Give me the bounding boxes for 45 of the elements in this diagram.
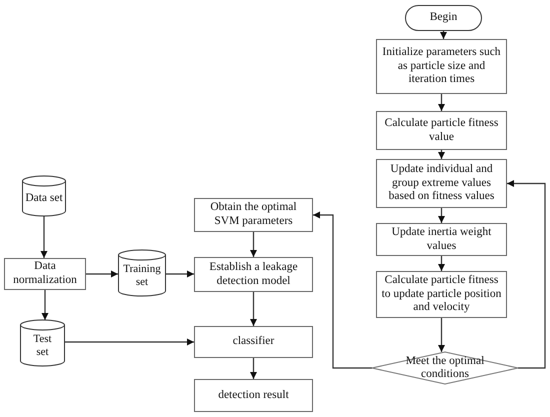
process-box bbox=[376, 223, 507, 256]
process-box bbox=[194, 257, 313, 292]
step-text: Test set bbox=[32, 332, 53, 360]
arrow bbox=[65, 338, 194, 346]
arrow bbox=[166, 270, 194, 278]
process-box bbox=[376, 111, 507, 150]
arrow bbox=[438, 256, 445, 271]
step-text: Update inertia weight values bbox=[390, 226, 492, 254]
process-box bbox=[194, 198, 313, 232]
process-box bbox=[4, 258, 86, 290]
arrow bbox=[86, 270, 118, 278]
process-box bbox=[194, 379, 313, 412]
arrow bbox=[42, 290, 48, 320]
arrow bbox=[507, 180, 546, 369]
decision-diamond bbox=[372, 352, 518, 384]
step-text: Calculate particle fitness value bbox=[384, 116, 500, 144]
database-cylinder bbox=[118, 250, 166, 296]
arrow bbox=[40, 216, 48, 258]
step-text: detection result bbox=[217, 388, 290, 402]
process-box bbox=[376, 39, 507, 94]
step-text: Data normalization bbox=[12, 260, 78, 288]
arrow bbox=[438, 208, 445, 223]
step-text: Establish a leakage detection model bbox=[208, 260, 299, 288]
arrow bbox=[250, 358, 257, 379]
step-text: classifier bbox=[232, 335, 276, 349]
step-text: Update individual and group extreme values based on fitness values bbox=[388, 162, 496, 204]
process-box bbox=[194, 326, 313, 358]
step-text: Begin bbox=[428, 11, 458, 25]
step-text: Training set bbox=[122, 262, 162, 290]
arrow bbox=[440, 31, 447, 39]
arrow bbox=[250, 232, 257, 257]
arrow bbox=[313, 212, 372, 369]
step-text: Calculate particle fitness to update particle position and velocity bbox=[380, 274, 502, 316]
arrow bbox=[250, 292, 257, 326]
step-text: Meet the optimal conditions bbox=[404, 354, 486, 382]
database-cylinder bbox=[20, 320, 65, 366]
database-cylinder bbox=[22, 176, 66, 216]
process-box bbox=[376, 159, 507, 208]
arrow bbox=[438, 150, 445, 159]
arrow bbox=[438, 94, 445, 111]
arrow bbox=[438, 318, 445, 352]
step-text: Data set bbox=[24, 192, 64, 206]
step-text: Obtain the optimal SVM parameters bbox=[209, 201, 298, 229]
start-terminal bbox=[405, 5, 482, 31]
step-text: Initialize parameters such as particle size and iteration times bbox=[381, 46, 502, 88]
